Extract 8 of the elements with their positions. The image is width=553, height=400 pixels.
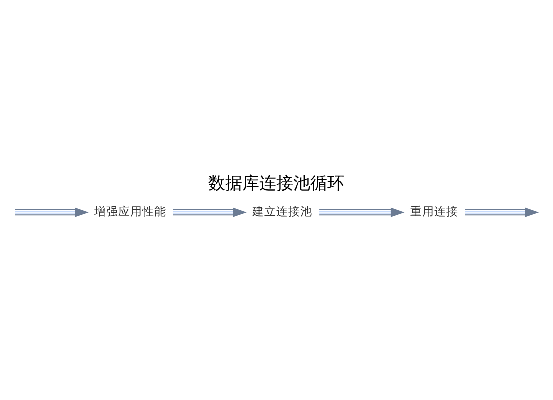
arrow [173,208,247,218]
node-text: 重用连接 [410,204,458,219]
arrow [320,208,405,218]
arrow [465,208,540,218]
arrow [15,208,89,218]
node-text: 增强应用性能 [94,204,166,219]
node-text: 建立连接池 [252,204,312,219]
diagram-title: 数据库连接池循环 [208,173,344,194]
